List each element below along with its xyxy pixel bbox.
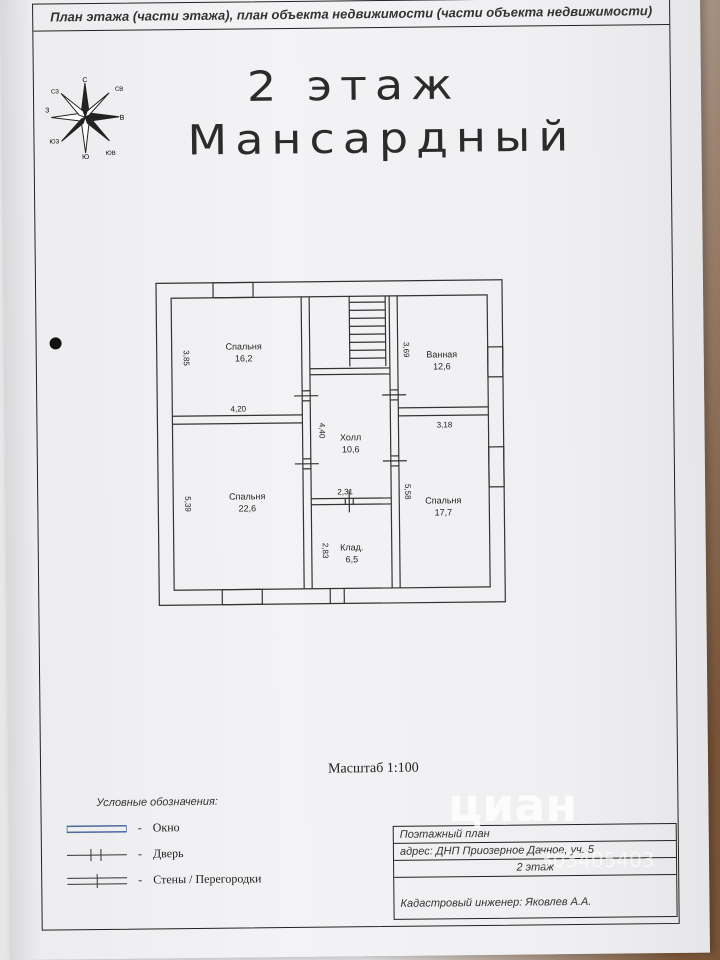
compass-n: С	[82, 77, 87, 84]
window-symbol-icon	[65, 825, 128, 834]
legend-walls: - Стены / Перегородки	[67, 871, 261, 889]
room-5-area: 17,7	[435, 507, 453, 517]
dim-3-18: 3,18	[437, 420, 453, 429]
compass-ne: СВ	[115, 87, 123, 93]
compass-w: З	[45, 107, 49, 114]
room-3-name: Холл	[340, 432, 361, 442]
scale-label: Масштаб 1:100	[327, 760, 419, 777]
room-3-area: 10,6	[342, 444, 360, 454]
dim-5-39: 5,39	[183, 496, 192, 512]
compass-rose-icon: С Ю В З СВ ЮВ ЮЗ СЗ	[45, 77, 125, 159]
compass-e: В	[120, 115, 125, 122]
dim-2-83: 2,83	[321, 543, 330, 559]
dim-4-40: 4,40	[317, 423, 326, 439]
compass-s: Ю	[82, 154, 89, 159]
dim-3-69: 3,69	[402, 342, 411, 358]
room-6-name: Клад.	[340, 542, 363, 552]
floor-plan: Спальня 16,2 Ванная 12,6 Холл 10,6 Спаль…	[155, 279, 506, 606]
legend-window: - Окно	[65, 820, 180, 836]
dim-4-20: 4,20	[230, 404, 246, 413]
compass-sw: ЮЗ	[49, 139, 59, 145]
floor-title: 2 этаж	[246, 59, 461, 111]
watermark-brand: циан	[448, 778, 578, 832]
wall-symbol-icon	[67, 874, 128, 889]
room-4-name: Спальня	[229, 491, 265, 501]
room-6-area: 6,5	[346, 554, 359, 564]
room-5-name: Спальня	[425, 495, 461, 505]
dim-2-31: 2,31	[337, 487, 353, 496]
room-1-name: Спальня	[226, 341, 262, 351]
dim-5-58: 5,58	[403, 484, 412, 500]
title-block-row-4: Кадастровый инженер: Яковлев А.А.	[400, 895, 592, 910]
legend-title: Условные обозначения:	[96, 795, 218, 810]
door-symbol-icon	[66, 849, 127, 862]
watermark-id: 303405403	[540, 848, 655, 872]
room-2-area: 12,6	[433, 361, 451, 371]
room-2-name: Ванная	[426, 349, 457, 359]
dim-3-85: 3,85	[182, 350, 191, 366]
room-1-area: 16,2	[235, 353, 253, 363]
room-4-area: 22,6	[239, 503, 257, 513]
floor-subtitle: Мансардный	[187, 111, 577, 165]
header-title: План этажа (части этажа), план объекта н…	[33, 0, 670, 32]
legend-door: - Дверь	[66, 846, 184, 862]
compass-se: ЮВ	[106, 151, 116, 157]
compass-nw: СЗ	[51, 89, 59, 95]
